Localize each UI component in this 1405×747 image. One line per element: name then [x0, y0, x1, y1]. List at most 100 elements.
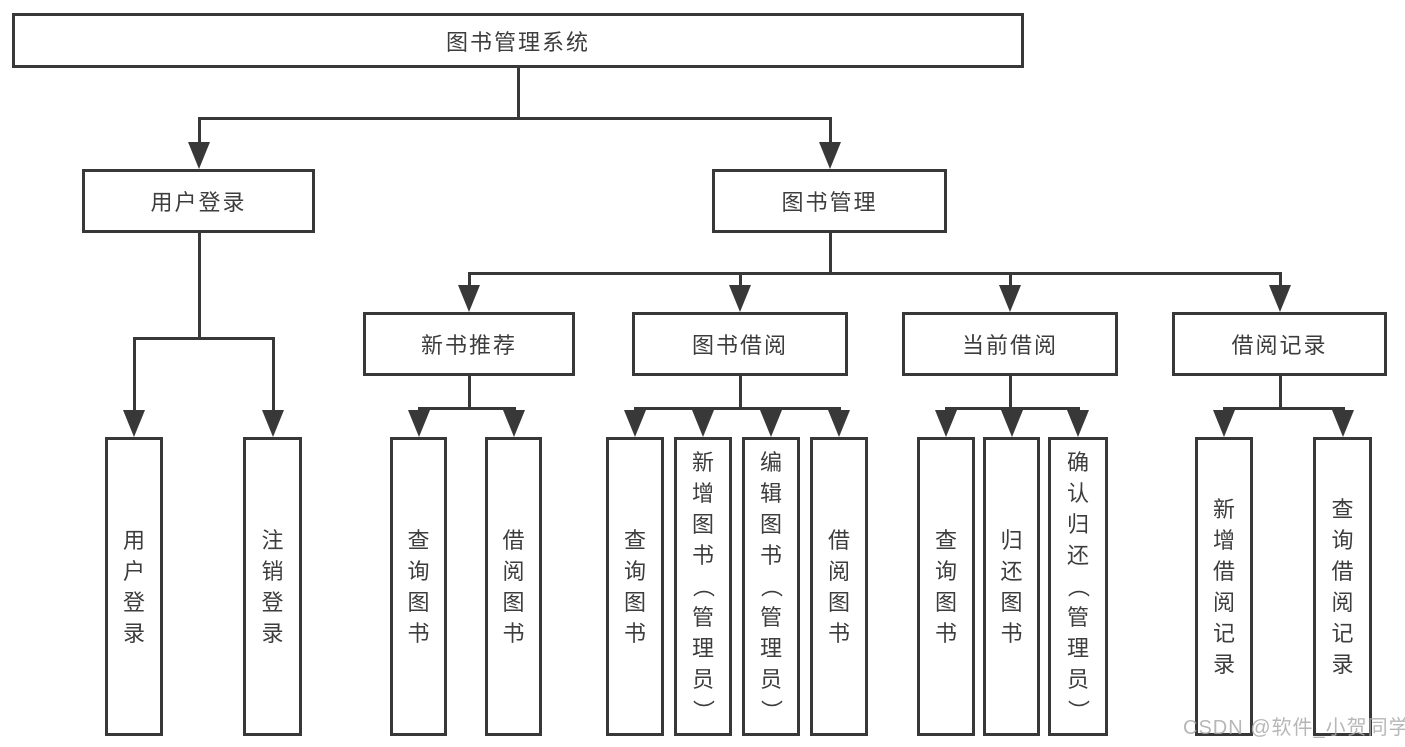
edge-drop-book-borrow [739, 272, 742, 289]
node-label-char: 书 [623, 620, 646, 646]
node-label-char: 销 [261, 558, 284, 584]
node-label-char: 记 [1212, 620, 1235, 646]
edge-arrowhead-bor-query-book [624, 410, 646, 437]
node-label-char: 书 [827, 620, 850, 646]
node-label-char: 图 [691, 512, 714, 537]
edge-arrowhead-bor-borrow-book [828, 410, 850, 437]
node-label-bor-add-book: 新增图书（管理员） [677, 440, 729, 733]
node-label-char: ） [758, 699, 784, 722]
node-label-char: 管 [759, 605, 782, 630]
edge-stem-user-login [198, 231, 201, 340]
node-label-char: 询 [1331, 527, 1354, 553]
node-label-char: 书 [1000, 620, 1023, 646]
node-label-cur-query-book: 查询图书 [920, 440, 972, 733]
edge-arrowhead-book-borrow [729, 285, 751, 312]
node-label-char: 图 [759, 512, 782, 537]
node-label-char: 书 [502, 620, 525, 646]
node-label-char: 录 [1331, 651, 1354, 677]
node-rec-borrow-book: 借阅图书 [485, 437, 542, 736]
node-cur-query-book: 查询图书 [917, 437, 975, 736]
node-bor-query-book: 查询图书 [606, 437, 664, 736]
node-label-char: 书 [934, 620, 957, 646]
node-label-recd-add: 新增借阅记录 [1198, 440, 1250, 733]
node-label-char: 户 [122, 558, 145, 584]
edge-arrowhead-recd-query [1332, 410, 1354, 437]
node-recd-add: 新增借阅记录 [1195, 437, 1253, 736]
node-root: 图书管理系统 [12, 13, 1024, 68]
node-label-char: 员 [1066, 667, 1089, 692]
node-label-char: 理 [691, 636, 714, 661]
node-label-char: 编 [759, 450, 782, 475]
edge-arrowhead-borrow-records [1269, 285, 1291, 312]
node-label-book-mgmt: 图书管理 [781, 190, 878, 215]
node-label-char: 归 [1066, 512, 1089, 537]
node-label-char: 借 [1331, 558, 1354, 584]
node-label-char: 记 [1331, 620, 1354, 646]
node-borrow-records: 借阅记录 [1172, 312, 1387, 376]
node-label-char: 录 [122, 620, 145, 646]
node-label-char: 图 [827, 589, 850, 615]
edge-stem-book-mgmt [829, 231, 832, 275]
node-label-char: 查 [407, 527, 430, 553]
edge-bar-root [198, 117, 832, 120]
node-label-rec-borrow-book: 借阅图书 [488, 440, 539, 733]
edge-arrowhead-leaf-user-login [123, 410, 145, 437]
edge-drop-book-mgmt [829, 117, 832, 146]
edge-drop-leaf-logout [272, 337, 275, 414]
node-bor-borrow-book: 借阅图书 [810, 437, 868, 736]
node-label-char: 登 [261, 589, 284, 615]
node-label-char: 图 [407, 589, 430, 615]
edge-stem-current-borrow [1009, 374, 1012, 410]
node-bor-add-book: 新增图书（管理员） [674, 437, 732, 736]
edge-arrowhead-bor-add-book [692, 410, 714, 437]
node-label-char: 录 [1212, 651, 1235, 677]
node-user-login: 用户登录 [82, 169, 315, 233]
edge-bar-new-book-rec [418, 407, 516, 410]
node-label-char: 图 [934, 589, 957, 615]
edge-stem-book-borrow [739, 374, 742, 410]
node-label-book-borrow: 图书借阅 [691, 333, 788, 358]
edge-arrowhead-user-login [188, 142, 210, 169]
edge-arrowhead-rec-query-book [408, 410, 430, 437]
edge-drop-current-borrow [1009, 272, 1012, 289]
edge-drop-borrow-records [1279, 272, 1282, 289]
edge-bar-borrow-records [1223, 407, 1345, 410]
node-label-recd-query: 查询借阅记录 [1316, 440, 1369, 733]
edge-drop-new-book-rec [468, 272, 471, 289]
node-label-char: 新 [691, 450, 714, 475]
node-label-char: 管 [691, 605, 714, 630]
node-label-leaf-logout: 注销登录 [246, 440, 299, 733]
node-cur-return-book: 归还图书 [983, 437, 1040, 736]
edge-bar-user-login [133, 337, 275, 340]
node-label-cur-confirm: 确认归还（管理员） [1051, 440, 1105, 733]
node-label-char: ） [690, 699, 716, 722]
edge-arrowhead-leaf-logout [262, 410, 284, 437]
edge-arrowhead-current-borrow [999, 285, 1021, 312]
node-label-char: （ [690, 575, 716, 598]
edge-arrowhead-new-book-rec [458, 285, 480, 312]
node-label-char: 员 [759, 667, 782, 692]
node-book-borrow: 图书借阅 [632, 312, 848, 376]
node-label-current-borrow: 当前借阅 [961, 333, 1058, 358]
node-recd-query: 查询借阅记录 [1313, 437, 1372, 736]
node-label-char: 用 [122, 527, 145, 553]
node-label-bor-query-book: 查询图书 [609, 440, 661, 733]
node-rec-query-book: 查询图书 [390, 437, 447, 736]
edge-arrowhead-cur-confirm [1067, 410, 1089, 437]
node-label-borrow-records: 借阅记录 [1231, 333, 1328, 358]
node-label-char: 图 [623, 589, 646, 615]
edge-stem-borrow-records [1279, 374, 1282, 410]
node-label-cur-return-book: 归还图书 [986, 440, 1037, 733]
node-label-char: 管 [1066, 605, 1089, 630]
node-label-char: 注 [261, 527, 284, 553]
node-label-char: 认 [1066, 481, 1089, 506]
node-label-char: 还 [1066, 543, 1089, 568]
node-new-book-rec: 新书推荐 [363, 312, 575, 376]
node-label-char: 辑 [759, 481, 782, 506]
node-label-char: 书 [691, 543, 714, 568]
node-label-char: 查 [934, 527, 957, 553]
node-label-char: 增 [1212, 527, 1235, 553]
node-label-root: 图书管理系统 [445, 29, 590, 55]
edge-bar-book-borrow [634, 407, 841, 410]
edge-arrowhead-cur-query-book [935, 410, 957, 437]
